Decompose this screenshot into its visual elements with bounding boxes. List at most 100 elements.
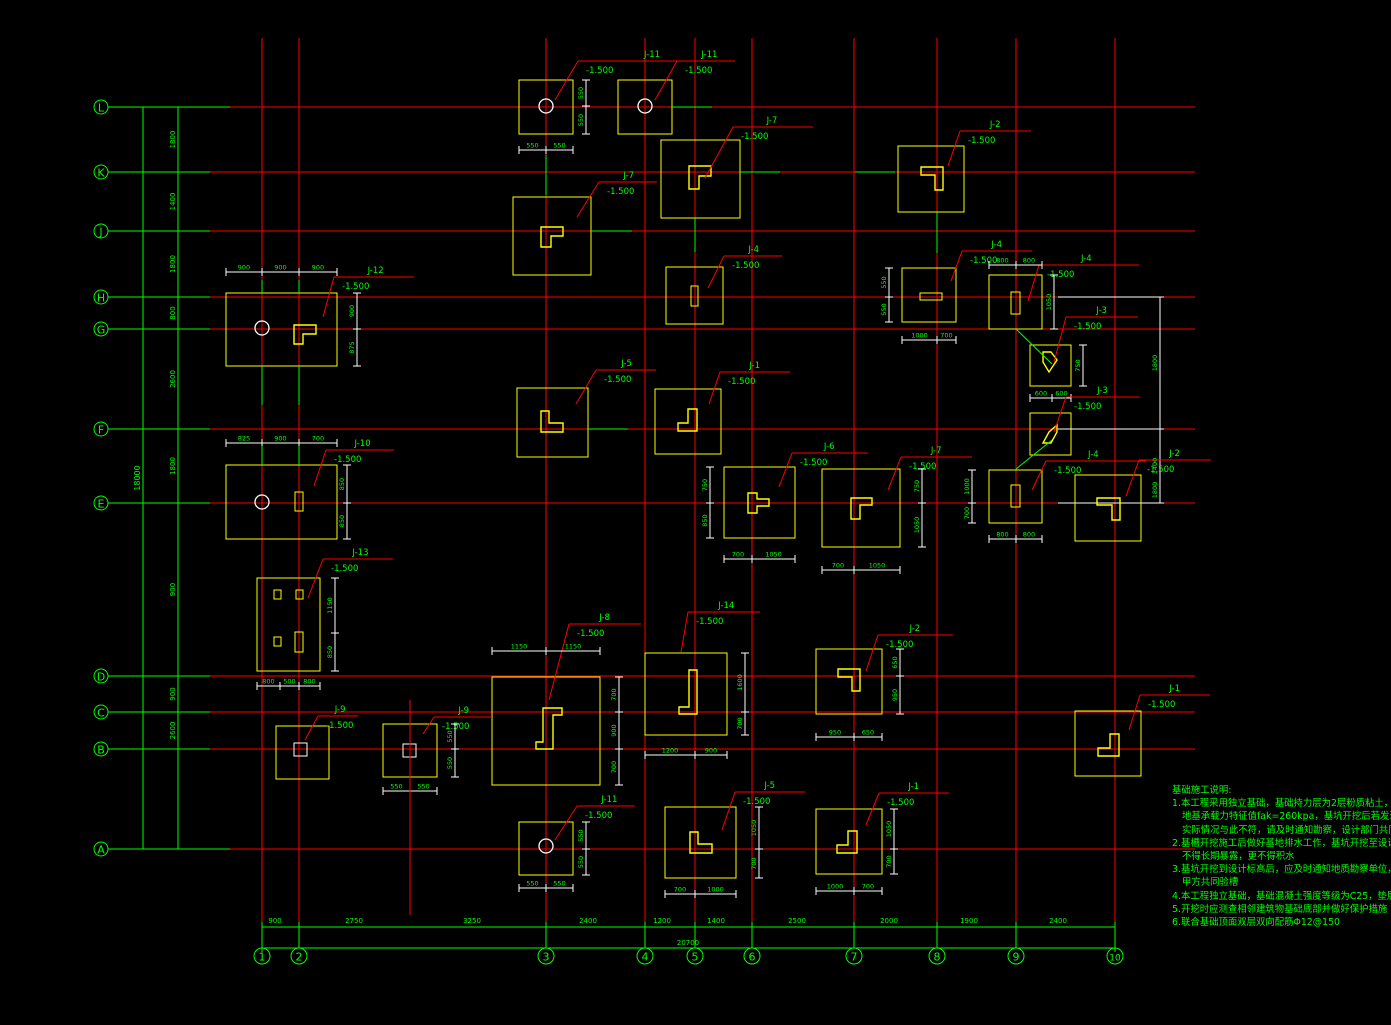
- dim-text: 3250: [463, 917, 481, 925]
- dim-text: 1200: [662, 747, 679, 755]
- dim-text: 700: [832, 562, 844, 570]
- col-axis-label: 1: [259, 951, 266, 964]
- footing-pad: [518, 821, 574, 876]
- dim-text: 850: [326, 646, 334, 658]
- col-axis-label: 9: [1013, 951, 1020, 964]
- dim-text: 800: [303, 678, 315, 686]
- dim-text: 750: [1074, 359, 1082, 371]
- round-column: [637, 98, 653, 114]
- footing-elevation: -1.500: [732, 261, 759, 271]
- dim-text: 700: [750, 857, 758, 869]
- column-shape: [747, 492, 770, 514]
- footing-elevation: -1.500: [741, 132, 768, 142]
- column-shape: [677, 408, 698, 432]
- row-axis-label: H: [97, 292, 105, 305]
- footing-label: J-8: [598, 613, 610, 623]
- dim-text: 1050: [913, 517, 921, 534]
- column-shape: [920, 166, 944, 191]
- note-line: 1.本工程采用独立基础，基础持力层为2层粉质粘土，: [1172, 798, 1391, 810]
- dim-text: 550: [577, 87, 585, 99]
- footing-elevation: -1.500: [1074, 402, 1101, 412]
- dim-text: 1400: [707, 917, 725, 925]
- column-shape: [1042, 351, 1058, 374]
- dim-text: 850: [701, 514, 709, 526]
- footing-pad: [654, 388, 722, 455]
- dim-text: 700: [940, 332, 952, 340]
- footing-pad: [1029, 344, 1072, 387]
- footing-elevation: -1.500: [607, 187, 634, 197]
- dim-text: 950: [891, 689, 899, 701]
- footing-elevation: -1.500: [1047, 270, 1074, 280]
- footing-label: J-1: [1168, 684, 1180, 694]
- dim-text: 900: [312, 264, 324, 272]
- dim-text: 1800: [169, 255, 177, 273]
- dim-text: 1000: [963, 478, 971, 495]
- dim-text: 750: [701, 479, 709, 491]
- note-line: 5.开挖时应测查相邻建筑物基础底部并做好保护措施: [1172, 903, 1388, 915]
- column-shape: [688, 165, 712, 190]
- column-shape: [535, 707, 563, 750]
- leader-line: [708, 371, 721, 405]
- dim-text: 550: [577, 114, 585, 126]
- leader-line: [654, 60, 678, 101]
- round-column: [254, 320, 270, 336]
- footing-elevation: -1.500: [685, 66, 712, 76]
- column-shape: [294, 491, 304, 512]
- dim-text: 1800: [1151, 355, 1159, 372]
- footing-label: J-13: [351, 548, 368, 558]
- footing-elevation: -1.500: [696, 617, 723, 627]
- column-shape: [678, 669, 698, 715]
- dim-text: 850: [338, 478, 346, 490]
- column-shape: [540, 226, 564, 248]
- footing-pad: [723, 466, 796, 539]
- footing-pad: [901, 267, 957, 323]
- column-shape: [1096, 497, 1121, 521]
- footing-elevation: -1.500: [577, 629, 604, 639]
- dim-text: 2600: [169, 722, 177, 740]
- footing-label: J-14: [717, 601, 734, 611]
- leader-line: [554, 805, 578, 841]
- dim-text: 1000: [707, 886, 724, 894]
- col-axis-label: 3: [543, 951, 550, 964]
- column-shape: [293, 324, 317, 345]
- row-axis-label: B: [97, 744, 105, 757]
- footing-pad: [664, 806, 737, 879]
- dim-text: 900: [348, 305, 356, 317]
- row-axis-label: L: [98, 102, 105, 115]
- footing-label: J-10: [354, 439, 371, 449]
- dim-text: 900: [238, 264, 250, 272]
- footing-pad: [518, 79, 574, 135]
- col-axis-label: 8: [934, 951, 941, 964]
- dim-text: 900: [610, 724, 618, 736]
- leader-line: [304, 715, 319, 741]
- dim-text: 500: [283, 678, 295, 686]
- note-line: 实际情况与此不符，请及时通知勘察，设计部门共同研究处理；: [1182, 824, 1391, 836]
- footing-pad: [225, 464, 338, 540]
- round-column: [254, 494, 270, 510]
- footing-elevation: -1.500: [909, 462, 936, 472]
- note-line: 6.联合基础顶面双层双向配筋Φ12@150: [1172, 917, 1341, 929]
- column-shape: [1010, 291, 1021, 315]
- footing-pad: [815, 808, 883, 875]
- dim-text: 550: [526, 880, 538, 888]
- note-line: 地基承载力特征值fak=260kpa，基坑开挖后若发现: [1182, 811, 1391, 823]
- dim-text: 1800: [169, 457, 177, 475]
- footing-pad: [491, 676, 601, 786]
- dim-text: 550: [880, 276, 888, 288]
- note-line: 甲方共同验槽: [1182, 877, 1239, 889]
- footing-label: J-3: [1095, 306, 1107, 316]
- dim-text: 1050: [765, 551, 782, 559]
- column-shape: [690, 285, 699, 307]
- dim-text: 900: [705, 747, 717, 755]
- leader-line: [950, 250, 963, 282]
- footing-label: J-5: [620, 359, 632, 369]
- leader-line: [575, 369, 597, 405]
- footing-pad: [1029, 412, 1072, 456]
- dim-text: 1050: [869, 562, 886, 570]
- leader-line: [1053, 316, 1067, 363]
- note-line: 3.基坑开挖到设计标高后，应及时通知地质勘察单位，设计单位，: [1172, 864, 1391, 876]
- dim-text: 700: [862, 883, 874, 891]
- dim-text: 700: [610, 761, 618, 773]
- dim-text: 700: [610, 688, 618, 700]
